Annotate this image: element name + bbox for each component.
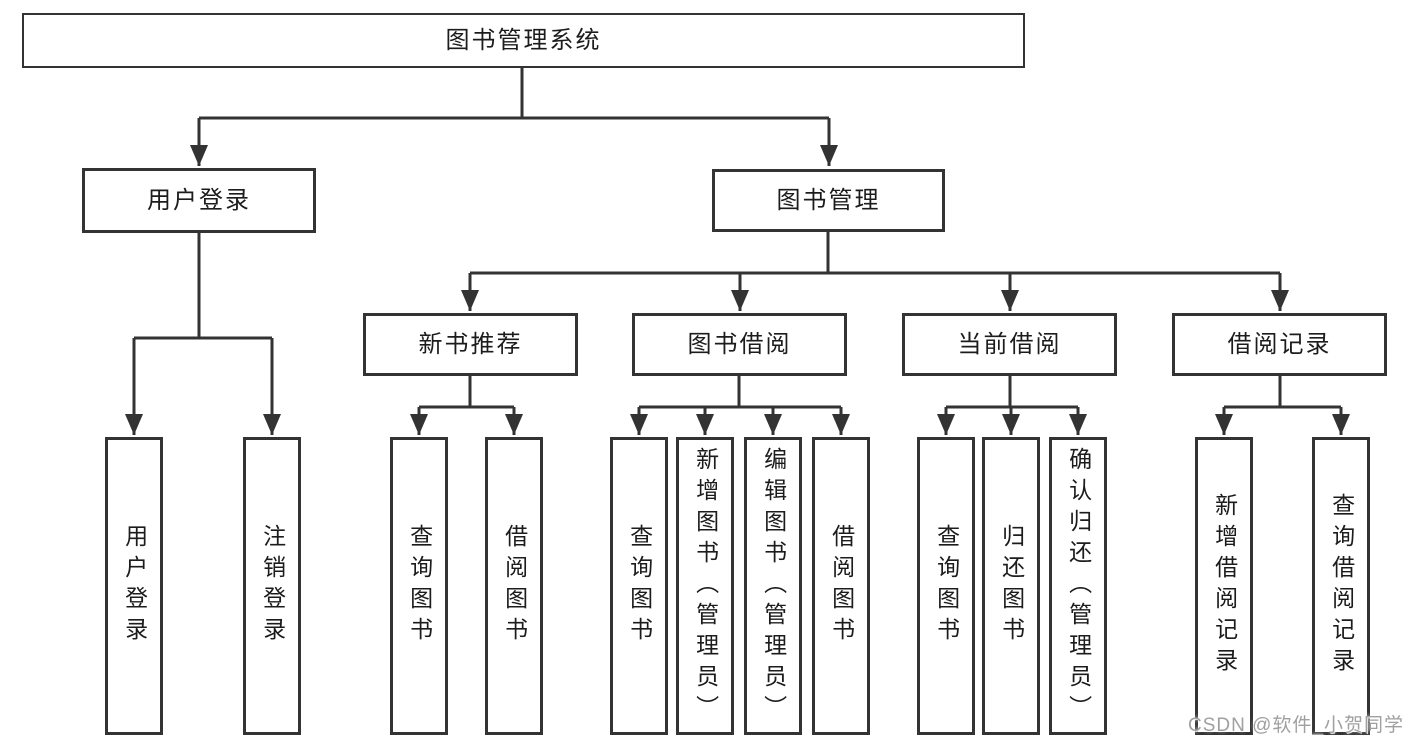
node-query-book-recommend: 查询图书 xyxy=(390,437,448,735)
node-query-book-borrowing: 查询图书 xyxy=(610,437,668,735)
node-confirm-return-admin-label: 确认归还（管理员） xyxy=(1065,446,1092,726)
node-current-borrowing-label: 当前借阅 xyxy=(957,330,1062,358)
node-edit-book-admin-label: 编辑图书（管理员） xyxy=(760,446,787,726)
node-user-login-leaf-label: 用户登录 xyxy=(121,524,148,648)
node-add-book-admin-label: 新增图书（管理员） xyxy=(692,446,719,726)
node-book-borrowing: 图书借阅 xyxy=(632,313,847,376)
node-logout-label: 注销登录 xyxy=(259,524,286,648)
node-add-book-admin: 新增图书（管理员） xyxy=(676,437,734,735)
node-edit-book-admin: 编辑图书（管理员） xyxy=(744,437,802,735)
node-query-borrow-record: 查询借阅记录 xyxy=(1312,437,1370,735)
node-borrow-book-recommend-label: 借阅图书 xyxy=(501,524,528,648)
watermark-text: CSDN @软件_小贺同学 xyxy=(1188,715,1404,736)
node-borrow-book-leaf: 借阅图书 xyxy=(812,437,870,735)
node-book-borrowing-label: 图书借阅 xyxy=(687,330,792,358)
node-user-login-label: 用户登录 xyxy=(147,186,251,214)
node-borrow-book-leaf-label: 借阅图书 xyxy=(828,524,855,648)
node-logout: 注销登录 xyxy=(243,437,301,735)
node-book-management: 图书管理 xyxy=(712,169,945,232)
node-add-borrow-record-label: 新增借阅记录 xyxy=(1211,493,1238,679)
node-root: 图书管理系统 xyxy=(22,13,1025,68)
node-user-login: 用户登录 xyxy=(82,168,316,233)
node-return-book-label: 归还图书 xyxy=(998,524,1025,648)
node-borrow-book-recommend: 借阅图书 xyxy=(485,437,543,735)
node-add-borrow-record: 新增借阅记录 xyxy=(1195,437,1253,735)
node-confirm-return-admin: 确认归还（管理员） xyxy=(1049,437,1107,735)
node-query-book-recommend-label: 查询图书 xyxy=(406,524,433,648)
node-new-book-recommendation-label: 新书推荐 xyxy=(418,330,523,358)
node-user-login-leaf: 用户登录 xyxy=(105,437,163,735)
node-borrow-records-label: 借阅记录 xyxy=(1227,330,1332,358)
node-book-management-label: 图书管理 xyxy=(776,186,881,214)
node-root-label: 图书管理系统 xyxy=(445,26,602,54)
node-query-book-borrowing-label: 查询图书 xyxy=(626,524,653,648)
node-return-book: 归还图书 xyxy=(982,437,1040,735)
node-query-borrow-record-label: 查询借阅记录 xyxy=(1328,493,1355,679)
connector-path xyxy=(134,68,1341,409)
node-query-book-current: 查询图书 xyxy=(917,437,975,735)
node-borrow-records: 借阅记录 xyxy=(1172,313,1387,376)
node-query-book-current-label: 查询图书 xyxy=(933,524,960,648)
node-current-borrowing: 当前借阅 xyxy=(902,313,1117,376)
node-new-book-recommendation: 新书推荐 xyxy=(363,313,578,376)
